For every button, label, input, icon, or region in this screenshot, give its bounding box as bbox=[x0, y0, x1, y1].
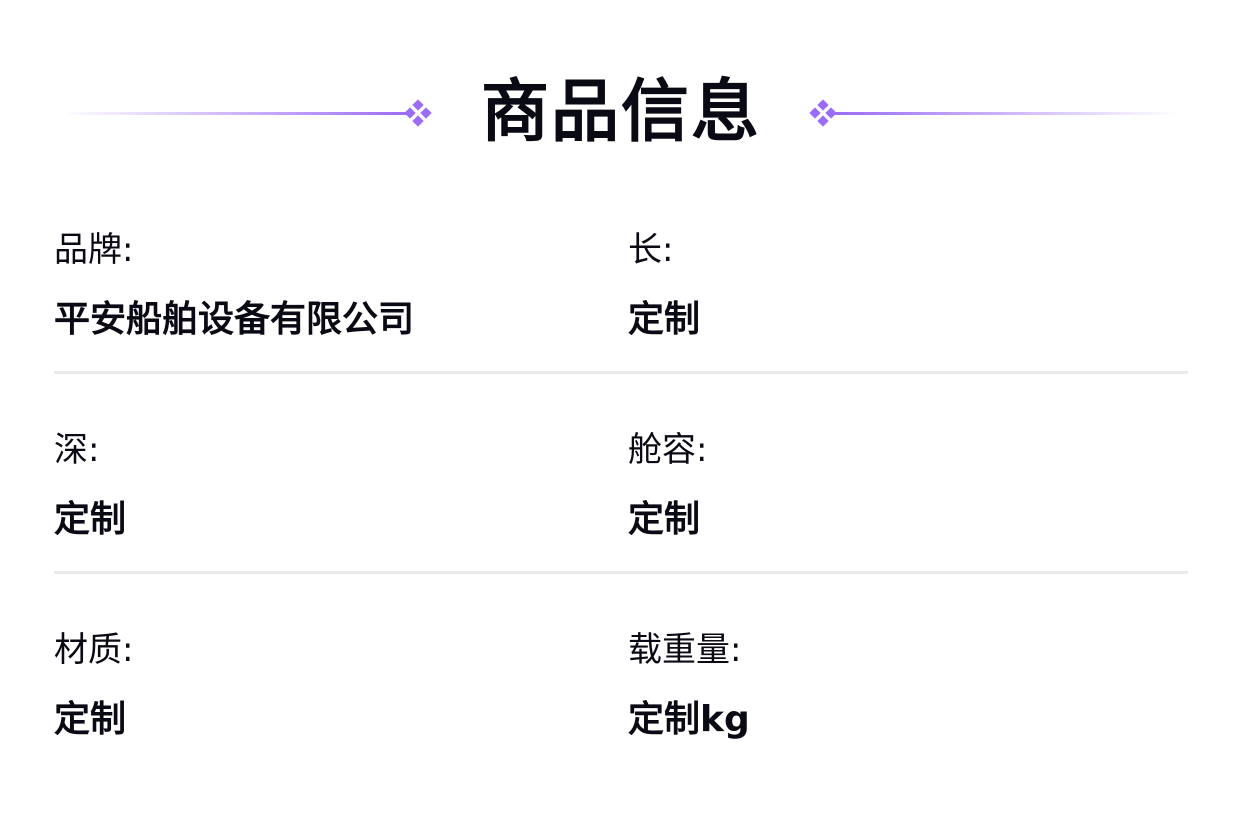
info-label: 深: bbox=[54, 430, 100, 470]
diamond-icon bbox=[809, 99, 837, 127]
info-value: 平安船舶设备有限公司 bbox=[54, 299, 415, 340]
info-label: 载重量: bbox=[628, 630, 742, 670]
info-value: 定制 bbox=[628, 499, 701, 540]
info-item-capacity: 舱容: 定制 bbox=[628, 422, 707, 550]
info-row: 材质: 定制 载重量: 定制kg bbox=[54, 622, 1188, 822]
left-divider-line bbox=[60, 112, 410, 115]
info-label: 品牌: bbox=[54, 230, 134, 270]
right-divider-line bbox=[834, 112, 1179, 115]
info-row: 品牌: 平安船舶设备有限公司 长: 定制 bbox=[54, 222, 1188, 422]
info-label: 长: bbox=[628, 230, 674, 270]
info-value: 定制kg bbox=[628, 699, 750, 740]
info-item-material: 材质: 定制 bbox=[54, 622, 133, 750]
info-value: 定制 bbox=[54, 699, 127, 740]
product-info-grid: 品牌: 平安船舶设备有限公司 长: 定制 深: 定制 舱容: 定制 材质: 定制… bbox=[54, 222, 1188, 822]
info-value: 定制 bbox=[54, 499, 127, 540]
info-item-load: 载重量: 定制kg bbox=[628, 622, 750, 750]
info-item-length: 长: 定制 bbox=[628, 222, 700, 350]
diamond-icon bbox=[404, 99, 432, 127]
info-label: 材质: bbox=[54, 630, 134, 670]
section-header: 商品信息 bbox=[0, 70, 1242, 156]
info-item-brand: 品牌: 平安船舶设备有限公司 bbox=[54, 222, 414, 350]
info-value: 定制 bbox=[628, 299, 701, 340]
info-row: 深: 定制 舱容: 定制 bbox=[54, 422, 1188, 622]
info-item-depth: 深: 定制 bbox=[54, 422, 126, 550]
info-label: 舱容: bbox=[628, 430, 708, 470]
section-title: 商品信息 bbox=[480, 73, 761, 152]
